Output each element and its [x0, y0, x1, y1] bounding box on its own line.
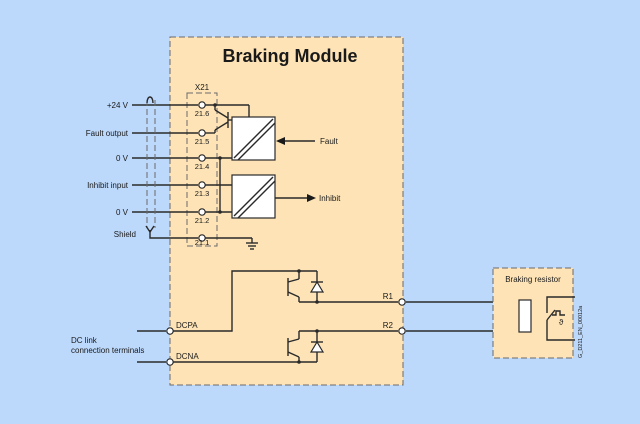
terminal-21-2	[198, 208, 206, 216]
shield-cable	[145, 96, 156, 234]
fault-isolation-block	[231, 116, 276, 161]
fault-label: Fault	[320, 137, 339, 146]
terminal-dcpa	[166, 327, 174, 335]
terminal-label: 21.3	[195, 189, 210, 198]
x21-label: X21	[195, 83, 210, 92]
dc-link-label-line1: DC link	[71, 336, 98, 345]
figure-id: G_D211_EN_00012a	[578, 305, 584, 358]
inhibit-arrow-icon	[275, 194, 316, 202]
terminal-label: 21.6	[195, 109, 210, 118]
resistor-icon	[518, 299, 532, 333]
internal-wiring	[205, 103, 258, 250]
r1-label: R1	[383, 292, 394, 301]
thermal-switch-icon	[546, 296, 575, 341]
inhibit-label: Inhibit	[319, 194, 341, 203]
label-fault-output: Fault output	[86, 129, 129, 138]
terminal-dcna	[166, 358, 174, 366]
braking-module-box	[169, 36, 404, 386]
terminal-21-4	[198, 154, 206, 162]
terminal-label: 21.2	[195, 216, 210, 225]
dcna-label: DCNA	[176, 352, 199, 361]
label-0v-1: 0 V	[116, 154, 129, 163]
x21-terminals	[198, 101, 206, 242]
terminal-r1	[398, 298, 406, 306]
braking-resistor-title: Braking resistor	[505, 275, 561, 284]
label-shield: Shield	[114, 230, 136, 239]
r2-label: R2	[383, 321, 394, 330]
dcpa-label: DCPA	[176, 321, 198, 330]
fault-arrow-icon	[276, 137, 315, 145]
module-title: Braking Module	[222, 46, 357, 66]
x21-connector-box	[186, 92, 218, 247]
terminal-label: 21.1	[195, 238, 210, 247]
dc-link-label-line2: connection terminals	[71, 346, 144, 355]
braking-resistor-box	[492, 267, 574, 359]
thermal-symbol: ϑ	[559, 318, 564, 327]
inhibit-isolation-block	[231, 174, 276, 219]
label-0v-2: 0 V	[116, 208, 129, 217]
label-plus24v: +24 V	[107, 101, 129, 110]
terminal-21-6	[198, 101, 206, 109]
terminal-21-3	[198, 181, 206, 189]
terminal-r2	[398, 327, 406, 335]
terminal-21-5	[198, 129, 206, 137]
terminal-label: 21.5	[195, 137, 210, 146]
label-inhibit-input: Inhibit input	[87, 181, 129, 190]
terminal-label: 21.4	[195, 162, 210, 171]
